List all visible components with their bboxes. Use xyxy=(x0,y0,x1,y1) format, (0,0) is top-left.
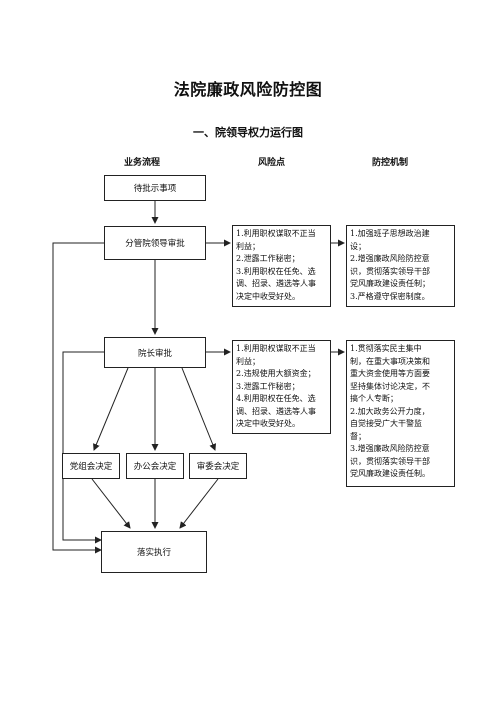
node-pending-label: 待批示事项 xyxy=(133,184,177,194)
arrow-committee-to-execute xyxy=(179,478,219,529)
node-office-label: 办公会决定 xyxy=(133,462,177,472)
node-committee-label: 审委会决定 xyxy=(196,462,240,472)
column-header-control: 防控机制 xyxy=(372,158,409,168)
node-execute: 落实执行 xyxy=(101,531,207,573)
node-deputy-approval: 分管院领导审批 xyxy=(104,226,206,260)
node-party-label: 党组会决定 xyxy=(69,462,113,472)
control-box-president: 1.贯彻落实民主集中 制，在重大事项决策和 重大资金使用等方面要 坚持集体讨论决… xyxy=(346,340,455,487)
risk-box-president: 1.利用职权谋取不正当 利益； 2.违规使用大额资金； 3.泄露工作秘密； 4.… xyxy=(232,340,331,434)
node-office-decision: 办公会决定 xyxy=(126,453,184,479)
arrow-president-to-committee xyxy=(181,367,217,451)
node-president-approval: 院长审批 xyxy=(104,337,206,368)
node-committee-decision: 审委会决定 xyxy=(189,453,247,479)
node-president-label: 院长审批 xyxy=(137,348,172,359)
node-deputy-label: 分管院领导审批 xyxy=(125,239,185,249)
bypass-president-to-execute xyxy=(62,351,104,544)
node-pending: 待批示事项 xyxy=(104,175,206,201)
section-subtitle: 一、院领导权力运行图 xyxy=(193,126,303,139)
page-title: 法院廉政风险防控图 xyxy=(173,80,323,99)
bypass-deputy-to-execute xyxy=(52,242,104,554)
column-header-risk: 风险点 xyxy=(258,158,286,168)
column-header-process: 业务流程 xyxy=(124,158,161,168)
arrow-president-to-party xyxy=(93,367,129,451)
node-execute-label: 落实执行 xyxy=(136,548,171,558)
arrow-party-to-execute xyxy=(91,478,131,529)
node-party-decision: 党组会决定 xyxy=(62,453,120,479)
risk-box-deputy: 1.利用职权谋取不正当 利益； 2.泄露工作秘密； 3.利用职权在任免、选 调、… xyxy=(232,225,331,307)
control-box-deputy: 1.加强班子思想政治建 设； 2.增强廉政风险防控意 识，贯彻落实领导干部 党风… xyxy=(346,225,455,307)
